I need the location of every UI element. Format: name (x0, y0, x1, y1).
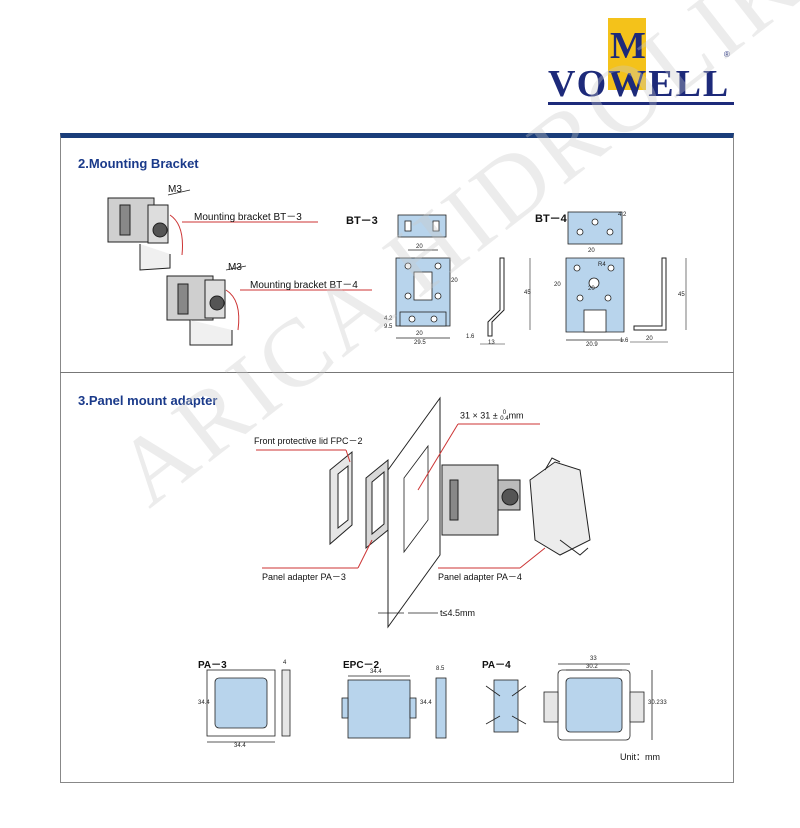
pa3-part (365, 458, 389, 550)
pa4-dim-w2: 30.2 (586, 664, 598, 670)
label-mounting-bracket-bt4: Mounting bracket BT－4 (250, 280, 358, 291)
pa4-view-large (543, 663, 653, 741)
pa3-dim-w: 34.4 (234, 743, 246, 749)
label-panel-thickness: t≤4.5mm (440, 608, 475, 618)
pa3-dim-h: 34.4 (198, 700, 210, 706)
cutout-tolerance-lower: 0.4 (500, 416, 509, 422)
front-lid-part (329, 450, 353, 546)
pa4-view-small (485, 679, 527, 733)
unit-label: Unit：mm (620, 752, 660, 762)
pa4-dim-h2: 33 (660, 700, 667, 706)
pa4-dim-w1: 33 (590, 656, 597, 662)
bt4-dim-w2: 20 (588, 286, 595, 292)
epc2-dim-side: 8.5 (436, 666, 445, 672)
bt4-dim-t: 1.6 (620, 338, 629, 344)
pa3-dim-side: 4 (283, 660, 287, 666)
label-mounting-bracket-bt3: Mounting bracket BT－3 (194, 212, 302, 223)
epc2-dim-w: 34.4 (370, 669, 382, 675)
label-panel-adapter-pa3: Panel adapter PA－3 (262, 572, 346, 582)
epc2-view (341, 675, 447, 739)
bt4-side-view (630, 257, 687, 343)
bt3-side-view (480, 257, 531, 345)
sensor-body-illustration (441, 464, 521, 536)
logo-m-mark (608, 18, 646, 90)
bt4-dim-r: R4 (598, 262, 606, 268)
cutout-tolerance-upper: 0 (502, 410, 507, 416)
section-divider (60, 372, 734, 373)
bt3-dim-h2: 45 (524, 290, 531, 296)
bt4-front-view (565, 257, 625, 341)
pa3-view (206, 669, 291, 743)
epc2-view-heading: EPC－2 (343, 660, 380, 671)
pa4-dim-h1: 30.2 (648, 700, 660, 706)
bt3-dim-s2: 9.5 (384, 324, 393, 330)
bt4-heading: BT－4 (535, 213, 567, 225)
content-panel (60, 133, 734, 783)
bt4-top-view (567, 211, 623, 245)
panel-sheet (387, 396, 441, 629)
bt3-dim-d: 13 (488, 340, 495, 346)
bt3-heading: BT－3 (346, 215, 378, 227)
epc2-dim-h: 34.4 (420, 700, 432, 706)
cutout-unit: mm (508, 410, 524, 421)
bt3-front-view (395, 249, 451, 339)
sensor-bt4-illustration (166, 275, 240, 346)
bt3-dim-w2: 20 (416, 331, 423, 337)
logo-underline (548, 102, 734, 105)
bt4-dim-w1: 20 (588, 248, 595, 254)
logo-m-letter: M (610, 25, 646, 67)
bt3-top-view (397, 214, 447, 238)
bt4-dim-h3: 45 (678, 292, 685, 298)
sensor-bt3-illustration (107, 197, 183, 271)
logo-word: VOWELL (548, 63, 731, 105)
bt3-dim-t: 1.6 (466, 334, 475, 340)
pa4-view-heading: PA－4 (482, 660, 511, 671)
m3-label-b: M3 (228, 262, 242, 273)
logo-registered: ® (724, 50, 730, 59)
bt3-dim-h1: 20 (451, 278, 458, 284)
bt3-dim-w3: 29.5 (414, 340, 426, 346)
label-front-protective-lid: Front protective lid FPC－2 (254, 436, 363, 446)
label-panel-adapter-pa4: Panel adapter PA－4 (438, 572, 522, 582)
cutout-size: 31 × 31 ± (460, 410, 501, 421)
bt3-dim-w1: 20 (416, 244, 423, 250)
m3-label-a: M3 (168, 184, 182, 195)
vowell-logo: M VOWELL ® (548, 18, 734, 106)
bt4-dim-h2: 20 (554, 282, 561, 288)
section-title-mounting-bracket: 2.Mounting Bracket (78, 156, 199, 171)
bt3-dim-s1: 4.2 (384, 316, 393, 322)
section-title-panel-mount-adapter: 3.Panel mount adapter (78, 393, 218, 408)
bt4-dim-w3: 20.9 (586, 342, 598, 348)
bt4-dim-d: 20 (646, 336, 653, 342)
pa3-view-heading: PA－3 (198, 660, 227, 671)
bt4-dim-h1: 4.2 (618, 212, 627, 218)
pa4-part (529, 457, 591, 556)
